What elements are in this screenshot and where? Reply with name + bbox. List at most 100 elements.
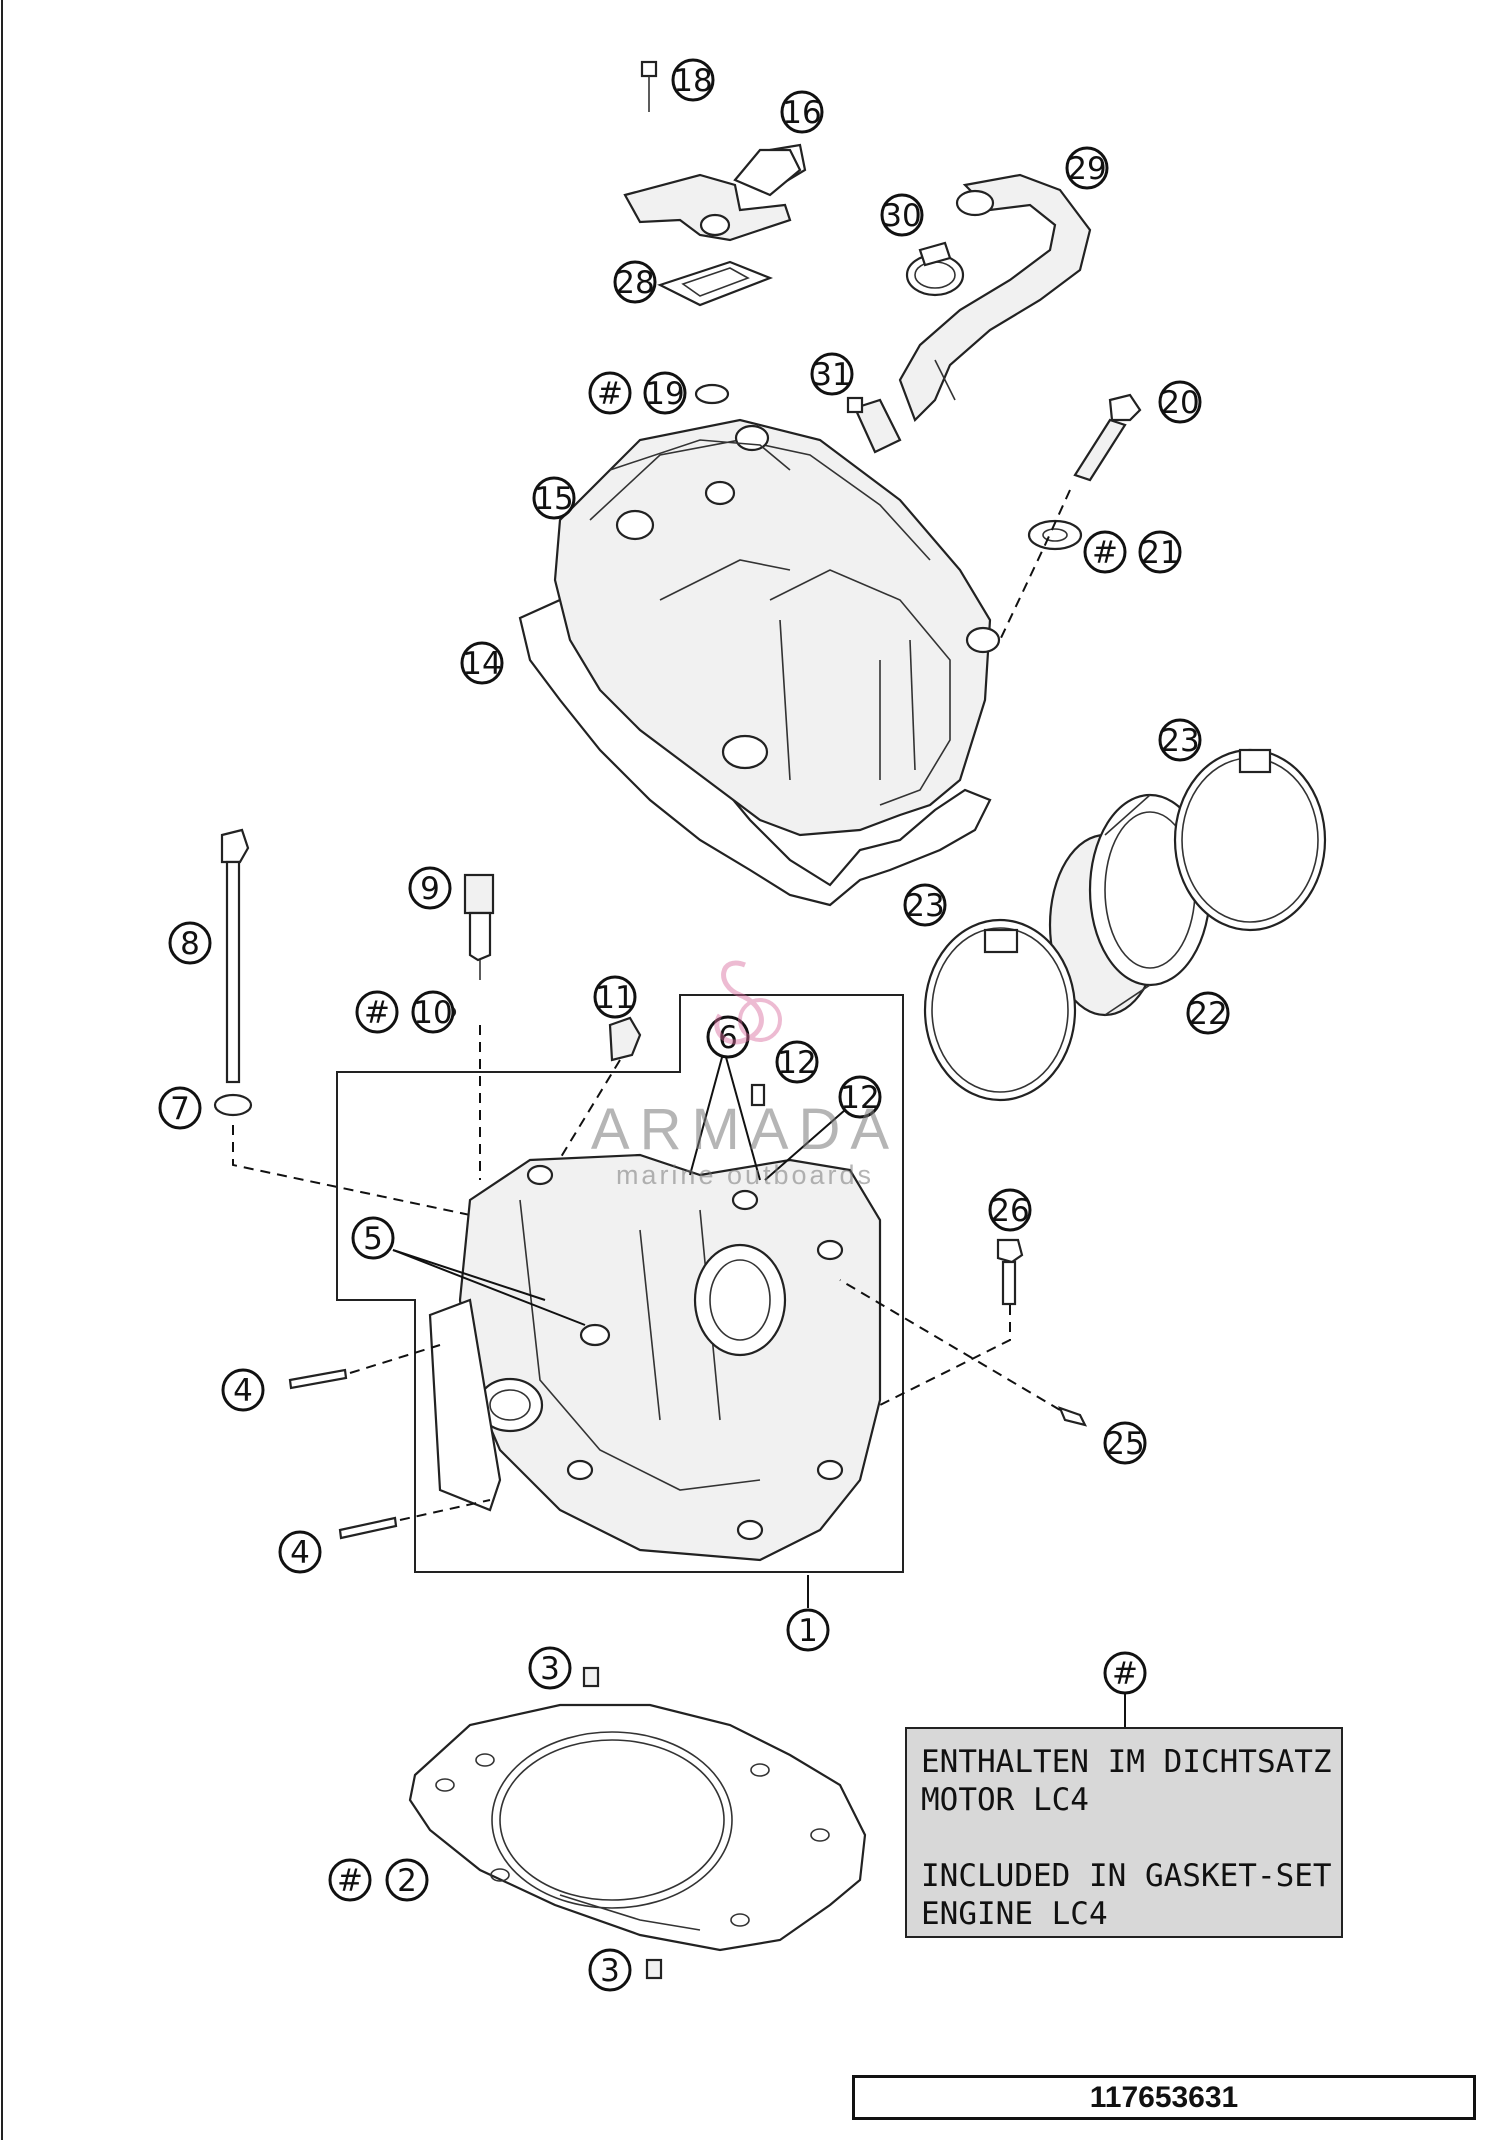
svg-text:12: 12 <box>840 1080 879 1116</box>
note-line-de-1: ENTHALTEN IM DICHTSATZ <box>921 1744 1332 1780</box>
watermark-emblem <box>714 960 782 1045</box>
callout-11: 11 <box>593 975 637 1019</box>
dowel-3-upper <box>582 1666 600 1688</box>
callout-12-lower: 12 <box>838 1075 882 1119</box>
svg-text:14: 14 <box>462 646 501 682</box>
valve-cover <box>518 418 1001 907</box>
svg-text:28: 28 <box>615 265 654 301</box>
svg-text:11: 11 <box>595 980 634 1016</box>
svg-text:4: 4 <box>290 1535 310 1571</box>
callout-2: 2 <box>385 1858 429 1902</box>
o-ring-19 <box>694 383 730 405</box>
svg-text:#: # <box>1092 535 1118 571</box>
reference-number: 117653631 <box>852 2075 1476 2120</box>
callout-23-lower: 23 <box>903 883 947 927</box>
callout-23-upper: 23 <box>1158 718 1202 762</box>
clamp-23-lower <box>923 918 1077 1102</box>
svg-text:29: 29 <box>1067 151 1106 187</box>
svg-text:5: 5 <box>363 1221 383 1257</box>
callout-28: 28 <box>613 260 657 304</box>
svg-text:21: 21 <box>1140 535 1179 571</box>
svg-text:3: 3 <box>540 1651 560 1687</box>
svg-text:10: 10 <box>413 995 452 1031</box>
screw-12 <box>750 1083 766 1107</box>
callout-20: 20 <box>1158 380 1202 424</box>
svg-text:31: 31 <box>812 357 851 393</box>
callout-4-upper: 4 <box>221 1368 265 1412</box>
svg-text:9: 9 <box>420 871 440 907</box>
svg-text:2: 2 <box>397 1863 417 1899</box>
callout-hash-note: # <box>1103 1651 1147 1695</box>
callout-3-lower: 3 <box>588 1948 632 1992</box>
thermostat-housing <box>623 143 807 242</box>
callout-9: 9 <box>408 866 452 910</box>
callout-29: 29 <box>1065 146 1109 190</box>
callout-22: 22 <box>1186 991 1230 1035</box>
stud-bolt-8 <box>220 828 250 1084</box>
callout-21: 21 <box>1138 530 1182 574</box>
callout-1: 1 <box>786 1608 830 1652</box>
gasket-set-note: ENTHALTEN IM DICHTSATZ MOTOR LC4 INCLUDE… <box>905 1727 1343 1938</box>
svg-text:#: # <box>364 995 390 1031</box>
svg-text:30: 30 <box>882 198 921 234</box>
svg-text:8: 8 <box>180 926 200 962</box>
clamp-23-upper <box>1173 748 1327 932</box>
svg-text:4: 4 <box>233 1373 253 1409</box>
svg-text:3: 3 <box>600 1953 620 1989</box>
callout-12-upper: 12 <box>775 1040 819 1084</box>
callout-hash-19: # <box>588 371 632 415</box>
bolt-26 <box>996 1238 1024 1306</box>
cylinder-head <box>428 1153 882 1562</box>
svg-text:6: 6 <box>718 1020 738 1056</box>
svg-text:15: 15 <box>534 481 573 517</box>
callout-15: 15 <box>532 476 576 520</box>
callout-5: 5 <box>351 1216 395 1260</box>
note-line-de-2: MOTOR LC4 <box>921 1782 1089 1818</box>
temperature-sensor-9 <box>463 873 495 980</box>
svg-text:23: 23 <box>905 888 944 924</box>
thermostat-gasket <box>657 260 774 307</box>
svg-text:22: 22 <box>1188 996 1227 1032</box>
stud-4-lower <box>338 1516 398 1540</box>
callout-26: 26 <box>988 1188 1032 1232</box>
screw-25 <box>1058 1406 1088 1427</box>
plug-11 <box>608 1016 642 1062</box>
callout-8: 8 <box>168 921 212 965</box>
svg-text:25: 25 <box>1105 1426 1144 1462</box>
sensor-31 <box>846 396 902 454</box>
callout-10: 10 <box>411 990 455 1034</box>
head-gasket <box>408 1703 867 1952</box>
svg-text:19: 19 <box>645 376 684 412</box>
callout-25: 25 <box>1103 1421 1147 1465</box>
svg-text:23: 23 <box>1160 723 1199 759</box>
callout-31: 31 <box>810 352 854 396</box>
callout-18: 18 <box>671 58 715 102</box>
stud-4-upper <box>288 1368 348 1390</box>
svg-text:1: 1 <box>798 1613 818 1649</box>
callout-30: 30 <box>880 193 924 237</box>
cover-bolt-20 <box>1073 393 1142 482</box>
note-line-en-1: INCLUDED IN GASKET-SET <box>921 1858 1332 1894</box>
cylinder-head-frame <box>336 994 904 1573</box>
callout-7: 7 <box>158 1086 202 1130</box>
svg-text:7: 7 <box>170 1091 190 1127</box>
callout-hash-21: # <box>1083 530 1127 574</box>
washer-7 <box>213 1093 253 1117</box>
note-line-en-2: ENGINE LC4 <box>921 1896 1108 1932</box>
callout-16: 16 <box>780 90 824 134</box>
callout-hash-10: # <box>355 990 399 1034</box>
callout-14: 14 <box>460 641 504 685</box>
svg-text:16: 16 <box>782 95 821 131</box>
thermostat-bolt <box>640 60 658 112</box>
dowel-3-lower <box>645 1958 663 1980</box>
svg-text:#: # <box>597 376 623 412</box>
coolant-hose <box>898 173 1092 422</box>
callout-6: 6 <box>706 1015 750 1059</box>
callout-3-upper: 3 <box>528 1646 572 1690</box>
svg-text:18: 18 <box>673 63 712 99</box>
callout-19: 19 <box>643 371 687 415</box>
svg-text:12: 12 <box>777 1045 816 1081</box>
hose-clamp-30 <box>905 241 965 297</box>
svg-text:20: 20 <box>1160 385 1199 421</box>
